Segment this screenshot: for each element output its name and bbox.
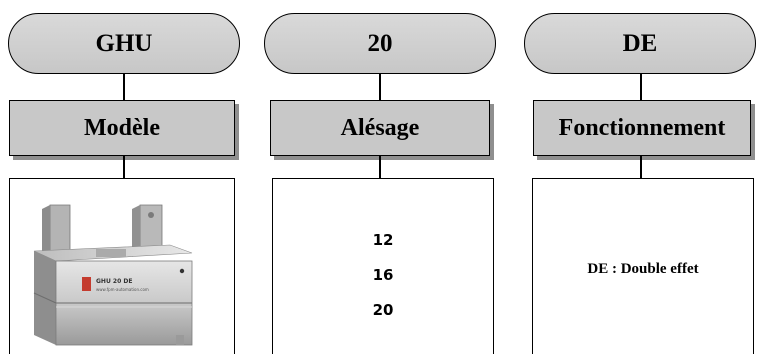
bore-options-list: 12 16 20	[273, 223, 493, 328]
content-box-alesage: 12 16 20	[272, 178, 494, 354]
code-box-de: DE	[524, 13, 756, 74]
connector-line	[640, 74, 642, 100]
column-modele: GHU Modèle	[8, 0, 244, 354]
product-engraving-model: GHU 20 DE	[96, 278, 132, 285]
connector-line	[123, 74, 125, 100]
bore-option: 20	[372, 301, 394, 319]
function-description: DE : Double effet	[587, 261, 699, 277]
connector-line	[379, 156, 381, 178]
content-box-fonctionnement: DE : Double effet	[532, 178, 754, 354]
bore-option: 12	[372, 231, 394, 249]
product-engraving-url: www.fpm-automation.com	[96, 287, 149, 292]
code-box-20: 20	[264, 13, 496, 74]
connector-line	[379, 74, 381, 100]
content-box-modele: GHU 20 DE www.fpm-automation.com	[9, 178, 235, 354]
connector-line	[640, 156, 642, 178]
label-box-alesage: Alésage	[270, 100, 490, 156]
label-box-fonctionnement: Fonctionnement	[533, 100, 751, 156]
connector-line	[123, 156, 125, 178]
label-box-modele: Modèle	[9, 100, 235, 156]
gripper-product-image: GHU 20 DE www.fpm-automation.com	[33, 204, 193, 346]
column-fonctionnement: DE Fonctionnement DE : Double effet	[524, 0, 760, 354]
bore-option: 16	[372, 266, 394, 284]
code-box-ghu: GHU	[8, 13, 240, 74]
column-alesage: 20 Alésage 12 16 20	[264, 0, 500, 354]
